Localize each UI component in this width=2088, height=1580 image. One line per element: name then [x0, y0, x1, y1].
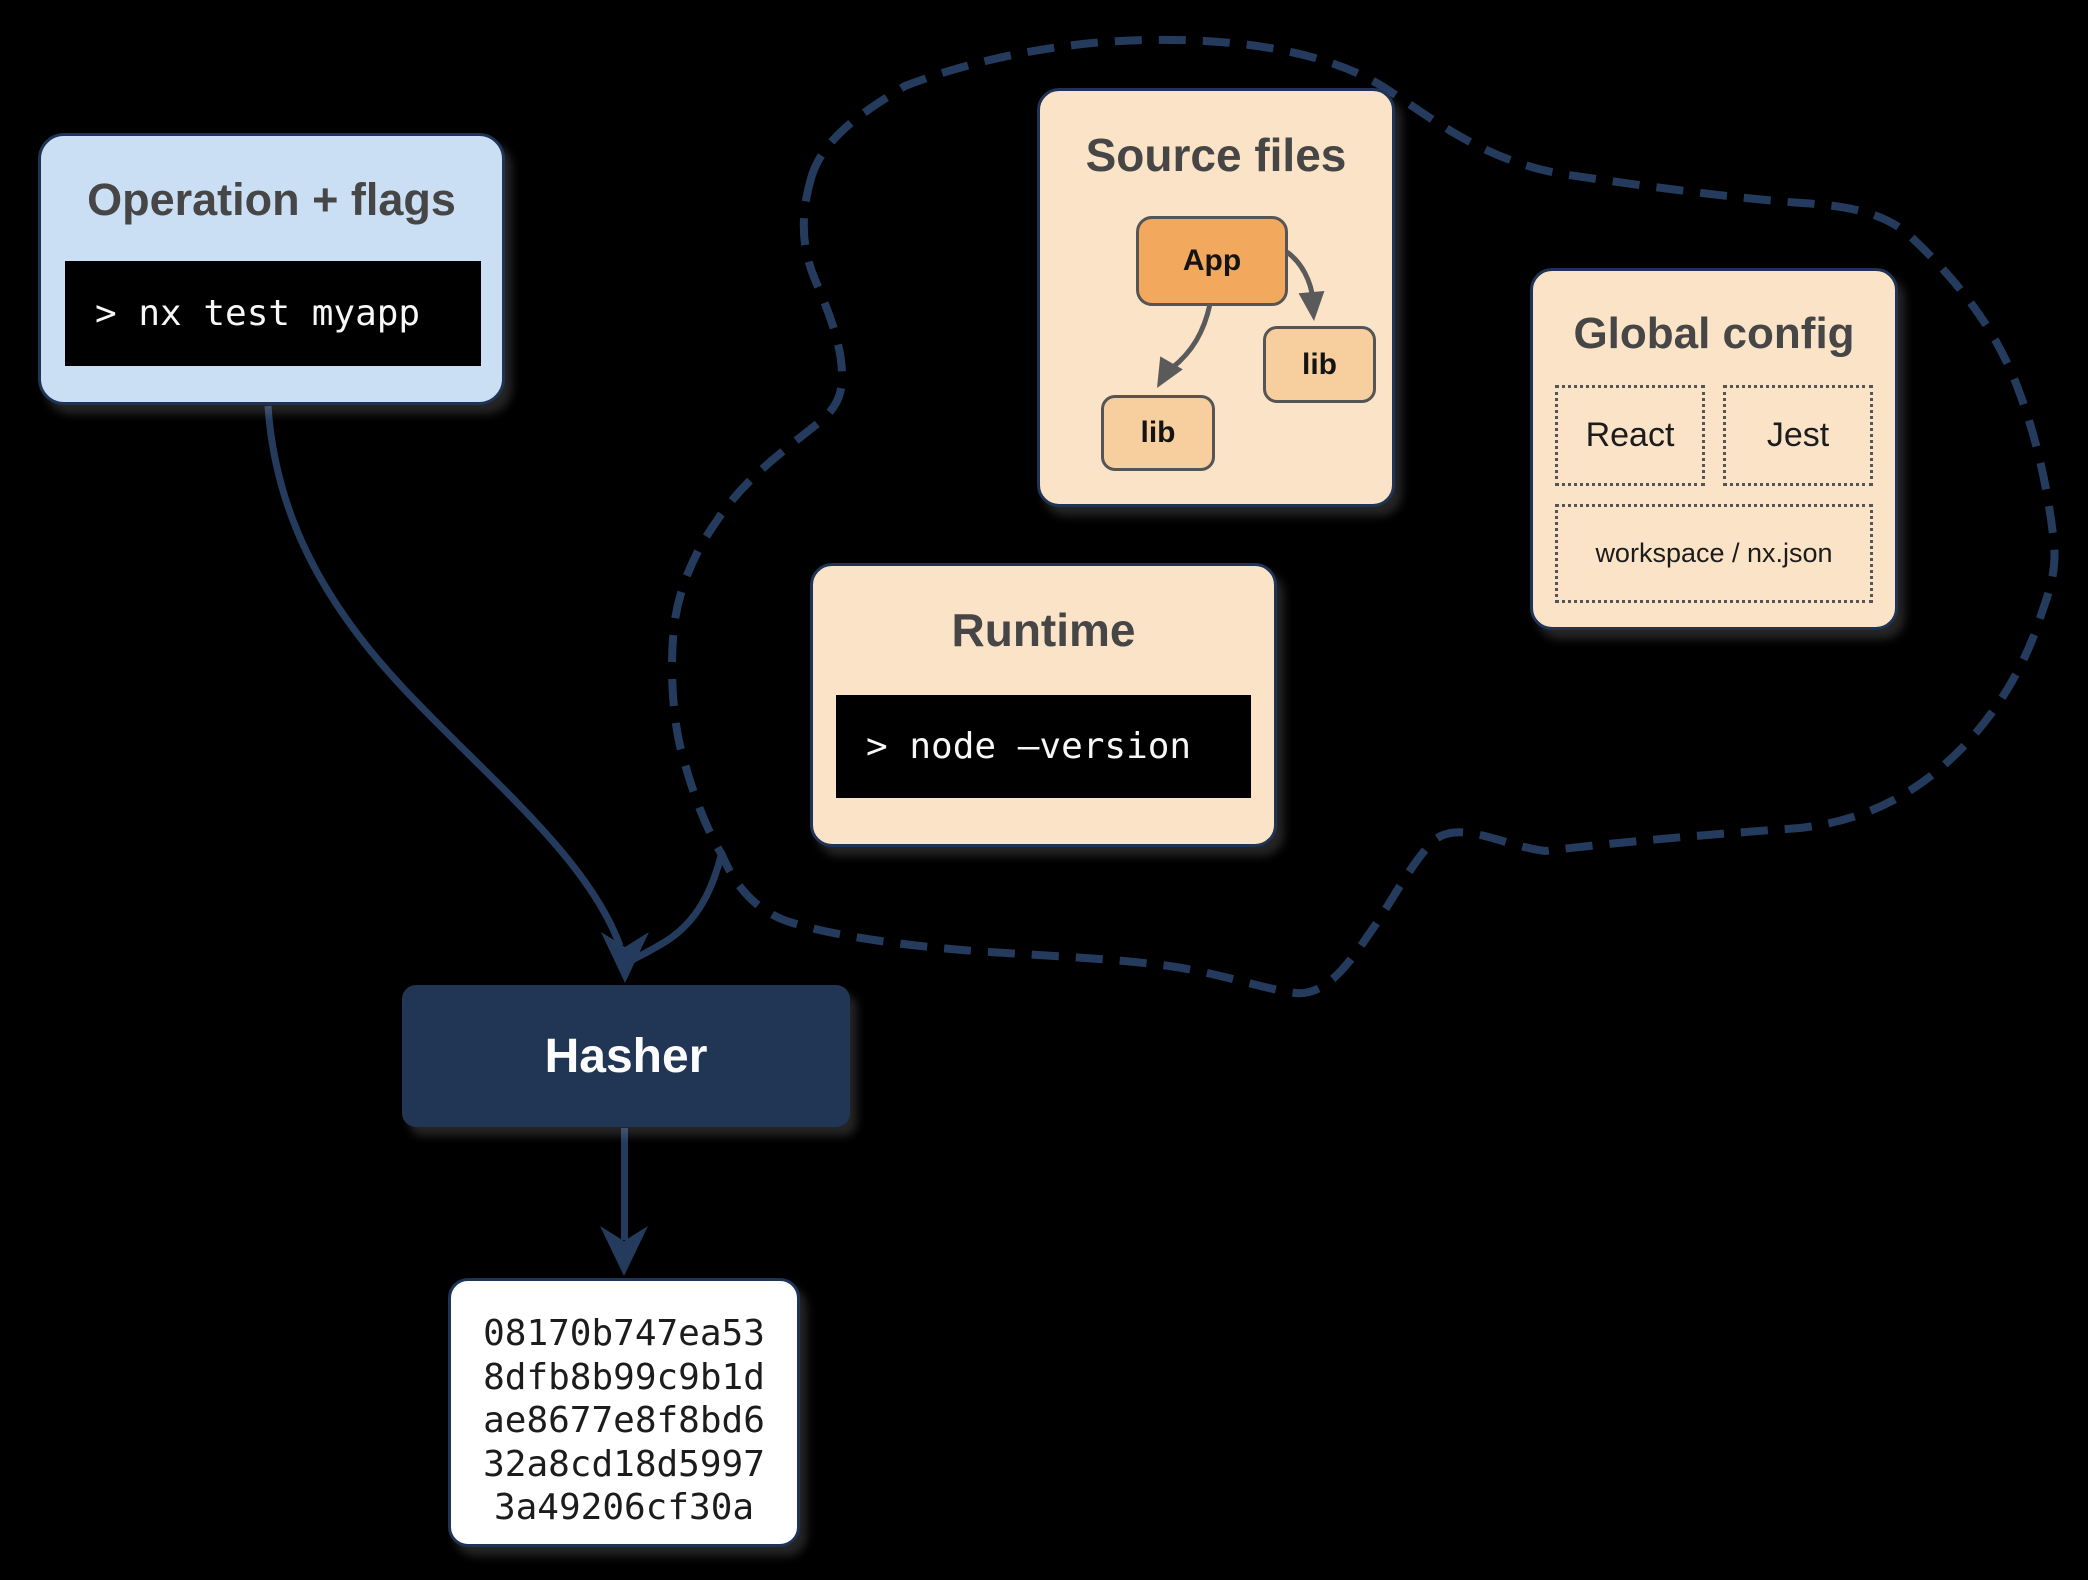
runtime-command: > node –version [866, 726, 1192, 767]
hasher-label: Hasher [544, 1029, 708, 1083]
runtime-box: Runtime > node –version [810, 563, 1277, 847]
cloud-to-hasher-arrow [630, 855, 725, 964]
project-node-lib: lib [1263, 326, 1376, 403]
project-node-lib: lib [1101, 395, 1215, 471]
output-arrowhead [600, 1226, 648, 1276]
hasher-input-arrowhead [601, 932, 649, 983]
operation-command: > nx test myapp [95, 293, 421, 334]
config-item-jest: Jest [1723, 385, 1873, 486]
operation-terminal: > nx test myapp [65, 261, 481, 366]
hash-line: ae8677e8f8bd6 [483, 1400, 765, 1441]
config-item-react: React [1555, 385, 1705, 486]
hasher-box: Hasher [402, 985, 850, 1127]
global-config-box: Global config React Jest workspace / nx.… [1530, 268, 1898, 630]
operation-to-hasher-arrow [264, 405, 624, 948]
config-item-workspace: workspace / nx.json [1555, 504, 1873, 603]
hash-line: 08170b747ea53 [483, 1313, 765, 1354]
hash-line: 8dfb8b99c9b1d [483, 1356, 765, 1398]
runtime-title: Runtime [951, 604, 1136, 656]
source-files-box: Source files App lib lib [1037, 88, 1395, 507]
global-config-title: Global config [1573, 309, 1855, 358]
project-node-app: App [1136, 216, 1288, 306]
hash-line: 32a8cd18d5997 [483, 1443, 765, 1485]
runtime-terminal: > node –version [836, 695, 1251, 798]
source-files-title: Source files [1085, 129, 1347, 181]
hash-output-box: 08170b747ea53 8dfb8b99c9b1d ae8677e8f8bd… [448, 1278, 800, 1547]
hash-line: 3a49206cf30a [493, 1487, 755, 1528]
operation-flags-box: Operation + flags > nx test myapp [38, 133, 505, 405]
operation-flags-title: Operation + flags [87, 174, 456, 225]
